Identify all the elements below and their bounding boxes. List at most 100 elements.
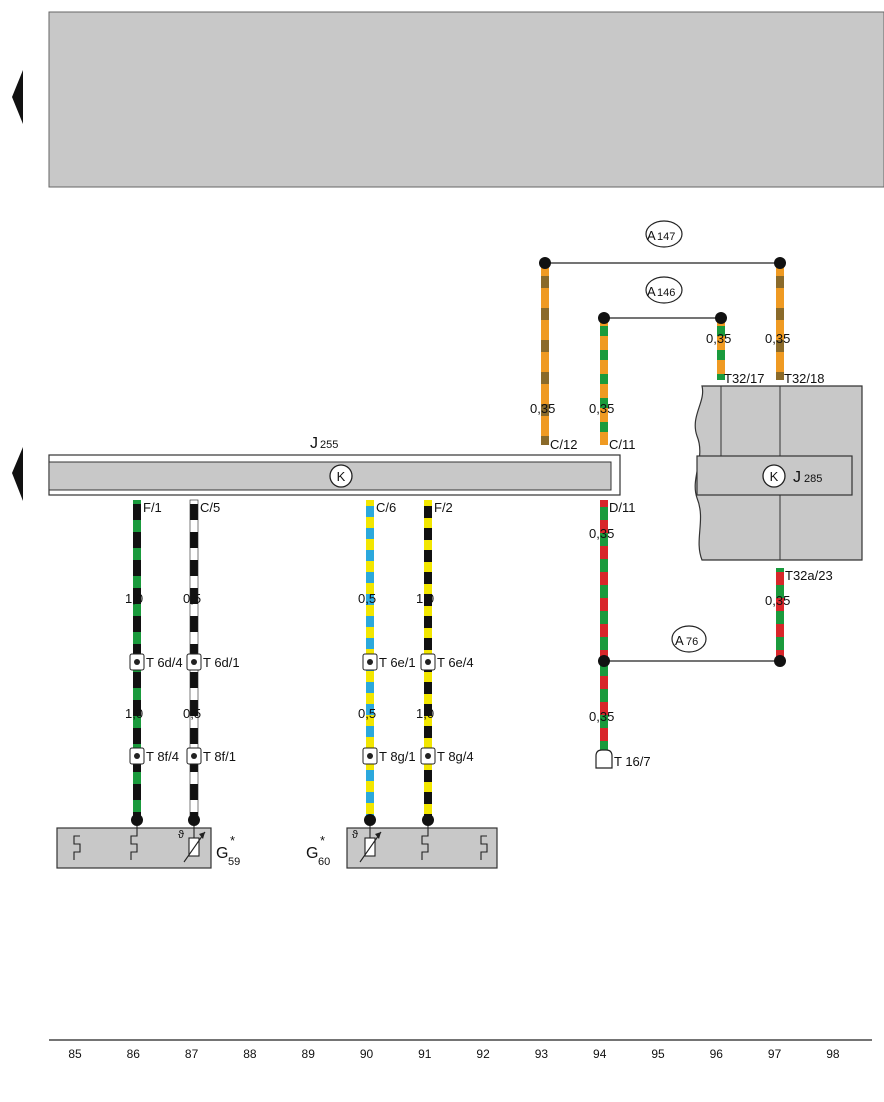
wire-red-green	[600, 500, 608, 752]
pin-label: C/6	[376, 500, 396, 515]
connector-label: T 6e/1	[379, 655, 416, 670]
connector-icon	[362, 747, 378, 765]
grid-number: 90	[360, 1047, 374, 1061]
svg-text:A: A	[647, 228, 656, 243]
g60-label-letter: G	[306, 845, 318, 862]
g60-label-number: 60	[318, 856, 330, 868]
grid-number: 86	[127, 1047, 141, 1061]
pin-label: C/5	[200, 500, 220, 515]
j255-k-letter: K	[337, 469, 346, 484]
connector-label: T 8g/1	[379, 749, 416, 764]
wire-size-label: 0,35	[706, 331, 731, 346]
wire-size-label: 0,5	[183, 591, 201, 606]
connector-label: T 6e/4	[437, 655, 474, 670]
wire-size-label: 0,5	[358, 706, 376, 721]
connector-label: T 8f/4	[146, 749, 179, 764]
j285-k-letter: K	[770, 469, 779, 484]
connector-label: T 8g/4	[437, 749, 474, 764]
connector-icon	[362, 653, 378, 671]
ground-label-a76: A 76	[671, 625, 707, 653]
junction-dot	[422, 814, 434, 826]
pin-label: T32/18	[784, 371, 824, 386]
terminal-icon	[421, 826, 429, 860]
connector-t16-icon	[595, 749, 613, 769]
wire-size-label: 1,0	[416, 591, 434, 606]
pin-label: F/1	[143, 500, 162, 515]
terminal-icon	[130, 826, 138, 860]
wire-red-green	[776, 568, 784, 661]
junction-dot	[131, 814, 143, 826]
terminal-icon	[73, 835, 81, 860]
svg-text:A: A	[675, 633, 684, 648]
wire-size-label: 0,35	[765, 593, 790, 608]
grid-number: 89	[302, 1047, 316, 1061]
grid-number: 95	[651, 1047, 665, 1061]
j255-k-symbol-icon	[329, 464, 353, 488]
wire-orange-brown	[541, 265, 549, 445]
wire-size-label: 0,35	[530, 401, 555, 416]
connector-icon	[186, 653, 202, 671]
wire-orange-brown	[776, 265, 784, 380]
g59-star: *	[230, 833, 235, 848]
ground-label-a146: A 146	[645, 276, 683, 304]
svg-text:ϑ: ϑ	[352, 829, 358, 841]
wire-size-label: 1,0	[416, 706, 434, 721]
grid-number: 87	[185, 1047, 199, 1061]
junction-dot	[539, 257, 551, 269]
svg-text:147: 147	[657, 231, 675, 243]
terminal-icon	[480, 835, 488, 860]
g60-sensor-resistor-icon: ϑ	[352, 826, 382, 863]
wire-size-label: 1,0	[125, 591, 143, 606]
pin-label: C/11	[609, 437, 636, 452]
svg-text:146: 146	[657, 287, 675, 299]
wire-orange-green	[600, 320, 608, 445]
junction-dot	[188, 814, 200, 826]
connector-icon	[420, 747, 436, 765]
wire-size-label: 0,35	[589, 526, 614, 541]
j285-k-symbol-icon	[762, 464, 786, 488]
grid-number: 93	[535, 1047, 549, 1061]
wire-size-label: 1,0	[125, 706, 143, 721]
previous-page-arrow-icon[interactable]	[12, 70, 23, 124]
g59-label-letter: G	[216, 845, 228, 862]
wire-size-label: 0,35	[589, 709, 614, 724]
g59-housing	[56, 827, 212, 869]
svg-text:76: 76	[686, 636, 698, 648]
connector-icon	[186, 747, 202, 765]
junction-dot	[774, 257, 786, 269]
svg-text:A: A	[647, 284, 656, 299]
wire-size-label: 0,5	[183, 706, 201, 721]
junction-dot	[364, 814, 376, 826]
pin-label: T32a/23	[785, 568, 833, 583]
connector-icon	[129, 747, 145, 765]
wire-size-label: 0,35	[589, 401, 614, 416]
svg-text:ϑ: ϑ	[178, 829, 184, 841]
j285-label-number: 285	[804, 473, 822, 485]
g59-sensor-resistor-icon: ϑ	[178, 826, 206, 863]
wire-size-label: 0,5	[358, 591, 376, 606]
pin-label: C/12	[550, 437, 577, 452]
grid-number: 97	[768, 1047, 782, 1061]
wire-size-label: 0,35	[765, 331, 790, 346]
pin-label: T32/17	[724, 371, 764, 386]
header-banner	[48, 11, 884, 188]
grid-number: 94	[593, 1047, 607, 1061]
pin-label: F/2	[434, 500, 453, 515]
grid-number: 96	[710, 1047, 724, 1061]
junction-dot	[774, 655, 786, 667]
connector-icon	[420, 653, 436, 671]
connector-label: T 16/7	[614, 754, 651, 769]
junction-dot	[715, 312, 727, 324]
pin-label: D/11	[609, 500, 636, 515]
g59-label-number: 59	[228, 856, 240, 868]
continuation-arrow-icon	[12, 447, 23, 501]
grid-number: 88	[243, 1047, 257, 1061]
connector-icon	[129, 653, 145, 671]
connector-label: T 8f/1	[203, 749, 236, 764]
grid-number: 91	[418, 1047, 432, 1061]
junction-dot	[598, 655, 610, 667]
connector-label: T 6d/1	[203, 655, 240, 670]
grid-number: 98	[826, 1047, 840, 1061]
